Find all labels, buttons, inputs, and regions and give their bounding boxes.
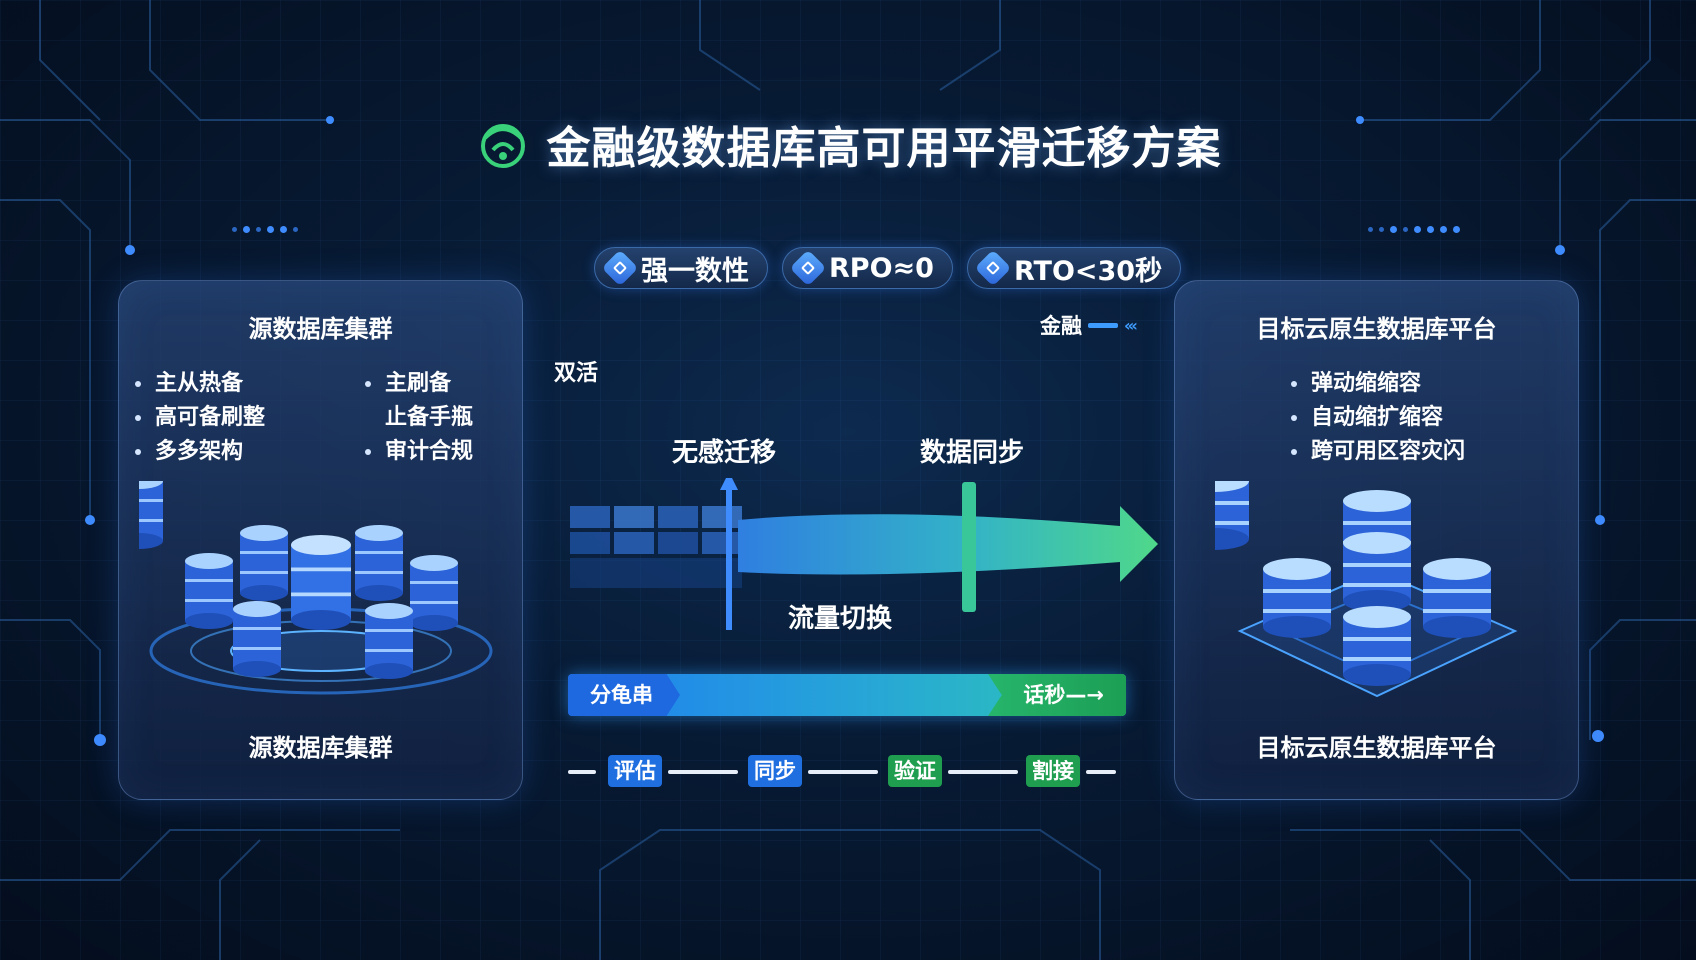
feature-tags: 强一数性 RPO≈0 RTO<30秒 (594, 247, 1182, 289)
target-feature-list: 弹动缩缩容 自动缩扩缩容 跨可用区容灾闪 (1285, 367, 1465, 469)
chevron-left-icon: ‹‹‹ (1124, 315, 1138, 335)
source-panel-title: 源数据库集群 (248, 315, 393, 343)
data-sync-label: 数据同步 (920, 438, 1025, 468)
list-item: 多多架构 (129, 435, 265, 469)
list-item: 跨可用区容灾闪 (1285, 435, 1465, 469)
progress-right-label: 话秒—→ (1023, 683, 1104, 707)
step-connector (668, 770, 738, 774)
source-feature-list-2: 主刷备 止备手瓶 审计合规 (359, 367, 473, 469)
database-cluster-icon (139, 481, 493, 695)
progress-segment-end (988, 674, 1126, 716)
tag-consistency: 强一数性 (594, 247, 768, 289)
logo-icon (480, 124, 525, 168)
dot-indicator-left (232, 226, 298, 233)
finance-label: 金融 (1040, 314, 1082, 338)
page-title: 金融级数据库高可用平滑迁移方案 (546, 123, 1222, 174)
traffic-switch-label: 流量切换 (788, 604, 893, 634)
step-connector (568, 770, 596, 774)
migration-flow-diagram (570, 478, 1158, 630)
step-evaluate: 评估 (608, 755, 662, 787)
tag-rto: RTO<30秒 (966, 247, 1182, 289)
source-cluster-panel: 源数据库集群 主从热备 高可备刷整 多多架构 主刷备 止备手瓶 审计合规 (118, 280, 523, 800)
list-item: 自动缩扩缩容 (1285, 401, 1465, 435)
migration-progress-bar: 分龟串 话秒—→ (568, 674, 1126, 716)
list-item: 高可备刷整 (129, 401, 265, 435)
progress-left-label: 分龟串 (590, 683, 653, 707)
dual-active-label: 双活 (554, 361, 599, 386)
step-verify: 验证 (888, 755, 942, 787)
tag-rpo: RPO≈0 (782, 247, 953, 289)
diamond-shield-icon (789, 249, 827, 287)
diamond-clock-icon (974, 249, 1012, 287)
list-item: 止备手瓶 (385, 405, 474, 430)
step-connector (1086, 770, 1116, 774)
title-bar: 金融级数据库高可用平滑迁移方案 (0, 112, 1696, 176)
step-cutover: 割接 (1026, 755, 1080, 787)
list-item: 主刷备 (359, 367, 473, 401)
indicator-bar (1088, 322, 1118, 328)
cutover-marker (726, 490, 732, 630)
migration-steps: 评估 同步 验证 割接 (568, 755, 1120, 787)
sync-gate (962, 482, 976, 612)
list-item: 审计合规 (359, 435, 473, 469)
target-panel-footer: 目标云原生数据库平台 (1256, 734, 1497, 762)
target-platform-panel: 目标云原生数据库平台 弹动缩缩容 自动缩扩缩容 跨可用区容灾闪 目标云原生数据库… (1174, 280, 1579, 800)
step-connector (948, 770, 1018, 774)
step-connector (808, 770, 878, 774)
dot-indicator-right (1368, 226, 1460, 233)
progress-segment-start (568, 674, 680, 716)
target-panel-title: 目标云原生数据库平台 (1256, 315, 1497, 343)
list-item: 主从热备 (129, 367, 265, 401)
step-sync: 同步 (748, 755, 802, 787)
diamond-check-icon (601, 249, 639, 287)
source-panel-footer: 源数据库集群 (248, 734, 393, 762)
source-feature-list-1: 主从热备 高可备刷整 多多架构 (129, 367, 265, 469)
cloud-database-icon (1215, 481, 1518, 698)
flow-arrow (738, 506, 1158, 582)
finance-indicator: 金融 ‹‹‹ (1040, 310, 1138, 340)
seamless-migration-label: 无感迁移 (672, 438, 777, 468)
list-item: 弹动缩缩容 (1285, 367, 1465, 401)
